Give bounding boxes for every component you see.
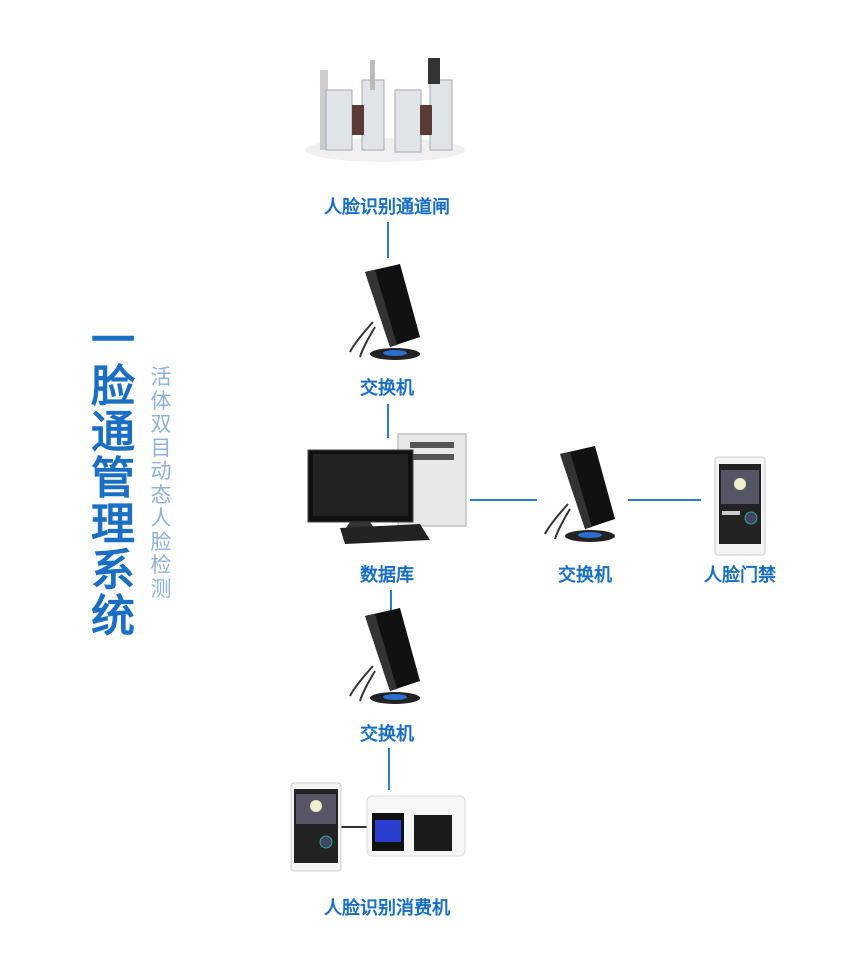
label-switch-right: 交换机 xyxy=(558,565,612,586)
connector-terminal-pos xyxy=(340,826,368,828)
face-terminal-icon xyxy=(714,456,766,556)
face-terminal-icon xyxy=(290,782,342,872)
network-switch-icon xyxy=(349,264,420,360)
label-face-access: 人脸门禁 xyxy=(704,565,776,586)
connector-switch-consumption xyxy=(388,748,390,790)
desktop-computer-icon xyxy=(307,433,467,544)
label-switch-bottom: 交换机 xyxy=(360,724,414,745)
label-switch-top: 交换机 xyxy=(360,378,414,399)
connector-db-switch-bottom xyxy=(390,590,392,610)
subtitle: 活体双目动态人脸检测 xyxy=(150,365,172,601)
connector-switch-db xyxy=(387,404,389,438)
pos-terminal-icon xyxy=(366,795,466,857)
network-switch-icon xyxy=(349,608,420,704)
turnstile-gate-icon xyxy=(305,58,465,162)
connector-gate-switch xyxy=(387,222,389,258)
main-title: 一脸通管理系统 xyxy=(91,315,135,642)
label-gate: 人脸识别通道闸 xyxy=(324,197,450,218)
connector-switch-right-door xyxy=(628,499,701,501)
network-switch-icon xyxy=(544,446,615,542)
connector-db-switch-right xyxy=(470,499,537,501)
label-consumption: 人脸识别消费机 xyxy=(324,898,450,919)
label-database: 数据库 xyxy=(360,565,414,586)
